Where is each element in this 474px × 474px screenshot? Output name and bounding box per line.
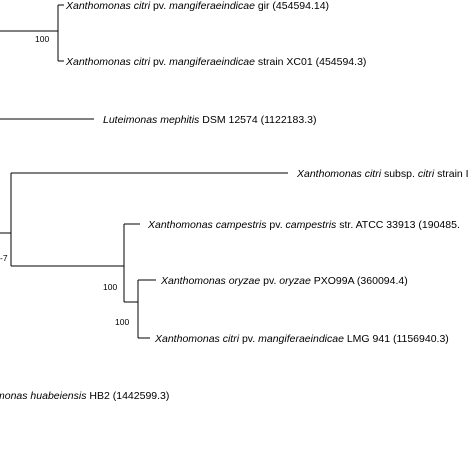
support-value-node-a: 100	[35, 34, 49, 44]
leaf-label-2: Xanthomonas citri pv. mangiferaeindicae …	[65, 56, 366, 68]
rank-text: pv.	[150, 0, 169, 12]
pathovar-name: mangiferaeindicae	[169, 56, 255, 68]
strain-text: strain XC01 (454594.3)	[255, 56, 366, 68]
pathovar-name: mangiferaeindicae	[258, 333, 344, 345]
leaf-label-7: Xanthomonas citri pv. mangiferaeindicae …	[154, 333, 449, 345]
strain-text: str. ATCC 33913 (190485.	[336, 219, 460, 231]
pathovar-name: oryzae	[279, 275, 311, 287]
subspecies-name: citri	[418, 168, 435, 180]
strain-text: strain I	[434, 168, 468, 180]
leaf-label-3: Luteimonas mephitis DSM 12574 (1122183.3…	[103, 114, 316, 126]
species-name: Xanthomonas campestris	[147, 219, 267, 231]
species-name: Xanthomonas citri	[65, 0, 151, 12]
species-name: Xanthomonas citri	[65, 56, 151, 68]
pathovar-name: campestris	[286, 219, 338, 231]
rank-text: subsp.	[381, 168, 418, 180]
leaf-label-6: Xanthomonas oryzae pv. oryzae PXO99A (36…	[160, 275, 408, 287]
support-value-node-b: 100	[103, 282, 117, 292]
leaf-label-4: Xanthomonas citri subsp. citri strain I	[296, 168, 469, 180]
leaf-label-5: Xanthomonas campestris pv. campestris st…	[147, 219, 460, 231]
species-name: Xanthomonas citri	[296, 168, 382, 180]
rank-text: pv.	[260, 275, 279, 287]
strain-text: gir (454594.14)	[255, 0, 329, 12]
pathovar-name: mangiferaeindicae	[169, 0, 255, 12]
rank-text: pv.	[239, 333, 258, 345]
strain-text: HB2 (1442599.3)	[86, 390, 169, 402]
support-value-root-partial: -7	[0, 253, 8, 263]
support-value-node-c: 100	[115, 317, 129, 327]
leaf-label-1: Xanthomonas citri pv. mangiferaeindicae …	[65, 0, 329, 12]
species-name: Luteimonas mephitis	[103, 114, 200, 126]
strain-text: LMG 941 (1156940.3)	[344, 333, 449, 345]
rank-text: pv.	[266, 219, 285, 231]
leaf-label-8: monas huabeiensis HB2 (1442599.3)	[0, 390, 169, 402]
strain-text: DSM 12574 (1122183.3)	[199, 114, 316, 126]
species-name: Xanthomonas oryzae	[160, 275, 260, 287]
strain-text: PXO99A (360094.4)	[311, 275, 408, 287]
species-name: monas huabeiensis	[0, 390, 87, 402]
rank-text: pv.	[150, 56, 169, 68]
species-name: Xanthomonas citri	[154, 333, 240, 345]
